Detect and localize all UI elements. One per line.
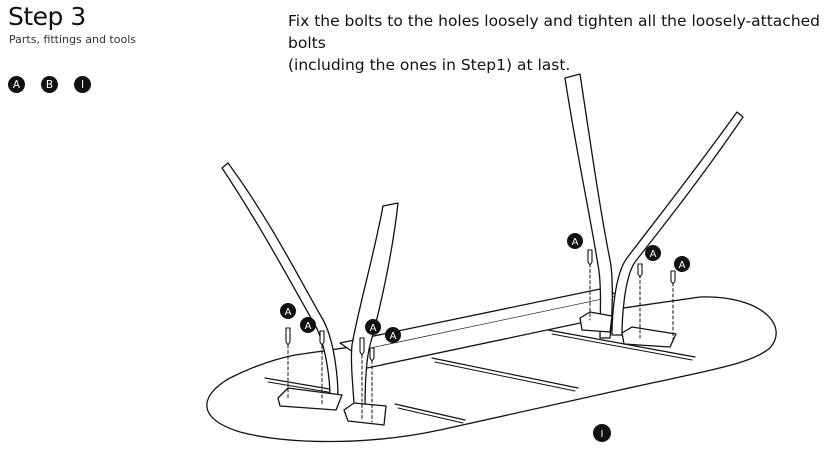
part-badge-b: B xyxy=(41,76,58,93)
svg-text:A: A xyxy=(679,260,686,271)
parts-subtitle: Parts, fittings and tools xyxy=(9,33,136,46)
bolt-label-4: A xyxy=(385,327,401,343)
left-foot-plate-2 xyxy=(343,402,387,426)
part-badge-i: I xyxy=(74,76,91,93)
step-title: Step 3 xyxy=(8,2,86,31)
svg-text:A: A xyxy=(285,307,292,318)
svg-text:A: A xyxy=(650,249,657,260)
instruction-line-1: Fix the bolts to the holes loosely and t… xyxy=(288,12,821,52)
bolt-label-3: A xyxy=(365,319,381,335)
svg-text:I: I xyxy=(601,429,604,440)
left-foot-plate-1 xyxy=(277,387,343,411)
svg-text:A: A xyxy=(390,331,397,342)
bolt-label-7: A xyxy=(674,256,690,272)
svg-text:A: A xyxy=(370,323,377,334)
bolt-label-2: A xyxy=(300,317,316,333)
bolt-label-1: A xyxy=(280,303,296,319)
bolt-label-5: A xyxy=(567,233,583,249)
right-foot-plate-1 xyxy=(579,311,613,333)
parts-list: A B I xyxy=(8,76,91,93)
instruction-text: Fix the bolts to the holes loosely and t… xyxy=(288,10,824,76)
right-leg-far xyxy=(611,111,744,336)
right-leg-tall xyxy=(564,73,613,339)
part-badge-a: A xyxy=(8,76,25,93)
svg-text:A: A xyxy=(572,237,579,248)
bolt-labels: A A A A A A A xyxy=(280,233,690,343)
tabletop-label: I xyxy=(593,424,611,442)
bolt-label-6: A xyxy=(645,245,661,261)
svg-text:A: A xyxy=(305,321,312,332)
instruction-line-2: (including the ones in Step1) at last. xyxy=(288,56,571,74)
